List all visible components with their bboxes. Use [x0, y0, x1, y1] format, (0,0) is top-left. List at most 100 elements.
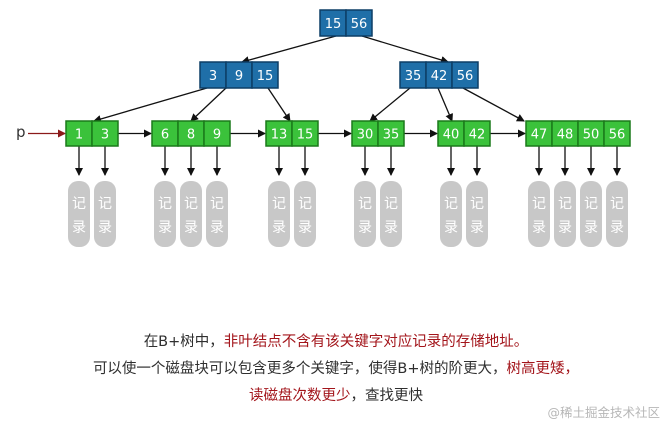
internal-node-left-key: 9 [235, 69, 243, 84]
record-block: 记录 [354, 181, 376, 247]
record-label-line2: 录 [184, 220, 198, 236]
record-block: 记录 [180, 181, 202, 247]
leaf-node-2-key: 8 [187, 128, 195, 143]
record-shape [440, 181, 462, 247]
record-block: 记录 [68, 181, 90, 247]
record-label-line1: 记 [358, 196, 372, 212]
record-shape [528, 181, 550, 247]
record-label-line1: 记 [158, 196, 172, 212]
leaf-node-3-cell [291, 120, 319, 147]
leaf-node-3-key: 13 [271, 128, 288, 143]
pointer-label: p [16, 123, 26, 141]
record-block: 记录 [554, 181, 576, 247]
tree-edges [28, 35, 621, 176]
internal-node-left-key: 3 [209, 69, 217, 84]
leaf-node-6-cell [525, 120, 553, 147]
leaf-node-6-cell [577, 120, 605, 147]
leaf-node-4-cell [351, 120, 379, 147]
record-block: 记录 [268, 181, 290, 247]
caption-line-1: 在B+树中，非叶结点不含有该关键字对应记录的存储地址。 [0, 330, 672, 351]
record-label-line1: 记 [532, 196, 546, 212]
record-label-line1: 记 [584, 196, 598, 212]
internal-node-right-cell [451, 61, 479, 89]
record-label-line1: 记 [558, 196, 572, 212]
leaf-node-6-key: 48 [557, 128, 574, 143]
caption-line-2: 可以使一个磁盘块可以包含更多个关键字，使得B+树的阶更大，树高更矮， [0, 357, 672, 378]
record-block: 记录 [606, 181, 628, 247]
record-label-line2: 录 [610, 220, 624, 236]
record-label-line2: 录 [584, 220, 598, 236]
edge-internal-to-leaf [267, 87, 291, 122]
record-label-line1: 记 [444, 196, 458, 212]
internal-node-left-cell [199, 61, 227, 89]
leaf-node-3-cell [265, 120, 293, 147]
record-shape [68, 181, 90, 247]
edge-root-left [241, 35, 337, 64]
record-block: 记录 [580, 181, 602, 247]
internal-node-right-key: 42 [431, 69, 448, 84]
record-block: 记录 [380, 181, 402, 247]
record-label-line1: 记 [98, 196, 112, 212]
leaf-node-6-key: 47 [531, 128, 548, 143]
record-shape [154, 181, 176, 247]
leaf-node-1-cell [65, 120, 93, 147]
leaf-node-4-key: 35 [383, 128, 400, 143]
leaf-node-2-key: 6 [161, 128, 169, 143]
record-label-line2: 录 [72, 220, 86, 236]
record-block: 记录 [294, 181, 316, 247]
edge-root-right [361, 35, 449, 64]
record-block: 记录 [466, 181, 488, 247]
root-node-key: 56 [351, 17, 368, 32]
record-label-line1: 记 [72, 196, 86, 212]
internal-node-right-cell [399, 61, 427, 89]
leaf-node-5-key: 42 [469, 128, 486, 143]
record-label-line1: 记 [610, 196, 624, 212]
leaf-node-2-key: 9 [213, 128, 221, 143]
record-block: 记录 [94, 181, 116, 247]
record-shape [580, 181, 602, 247]
caption-line-3: 读磁盘次数更少，查找更快 [0, 384, 672, 405]
record-block: 记录 [440, 181, 462, 247]
internal-node-left-cell [251, 61, 279, 89]
edge-internal-to-leaf [93, 87, 208, 123]
leaf-node-6-cell [551, 120, 579, 147]
leaf-node-4-key: 30 [357, 128, 374, 143]
caption-line-2-prefix: 可以使一个磁盘块可以包含更多个关键字，使得B+树的阶更大， [92, 361, 507, 377]
record-shape [606, 181, 628, 247]
leaf-node-6: 47 48 50 56 [525, 120, 631, 147]
record-label-line2: 录 [558, 220, 572, 236]
record-label-line2: 录 [98, 220, 112, 236]
leaf-node-1-cell [91, 120, 119, 147]
root-node-key: 15 [325, 17, 342, 32]
record-shape [94, 181, 116, 247]
record-block: 记录 [528, 181, 550, 247]
record-block: 记录 [154, 181, 176, 247]
leaf-node-5: 40 42 [437, 120, 491, 147]
record-label-line1: 记 [272, 196, 286, 212]
record-label-line1: 记 [470, 196, 484, 212]
caption-line-1-highlight: 非叶结点不含有该关键字对应记录的存储地址。 [223, 334, 529, 350]
record-label-line2: 录 [384, 220, 398, 236]
edge-internal-to-leaf [190, 87, 227, 122]
leaf-node-4-cell [377, 120, 405, 147]
leaf-node-6-key: 50 [583, 128, 600, 143]
caption-line-3-highlight: 读磁盘次数更少 [249, 388, 351, 404]
root-node-cell [345, 9, 373, 37]
record-label-line2: 录 [532, 220, 546, 236]
leaf-node-5-key: 40 [443, 128, 460, 143]
leaf-node-6-key: 56 [609, 128, 626, 143]
record-label-line1: 记 [210, 196, 224, 212]
record-shape [380, 181, 402, 247]
record-label-line2: 录 [444, 220, 458, 236]
record-label-line2: 录 [210, 220, 224, 236]
record-label-line1: 记 [384, 196, 398, 212]
record-label-line2: 录 [358, 220, 372, 236]
edge-internal-to-leaf [369, 87, 411, 122]
caption-line-3-suffix: ，查找更快 [350, 388, 424, 404]
